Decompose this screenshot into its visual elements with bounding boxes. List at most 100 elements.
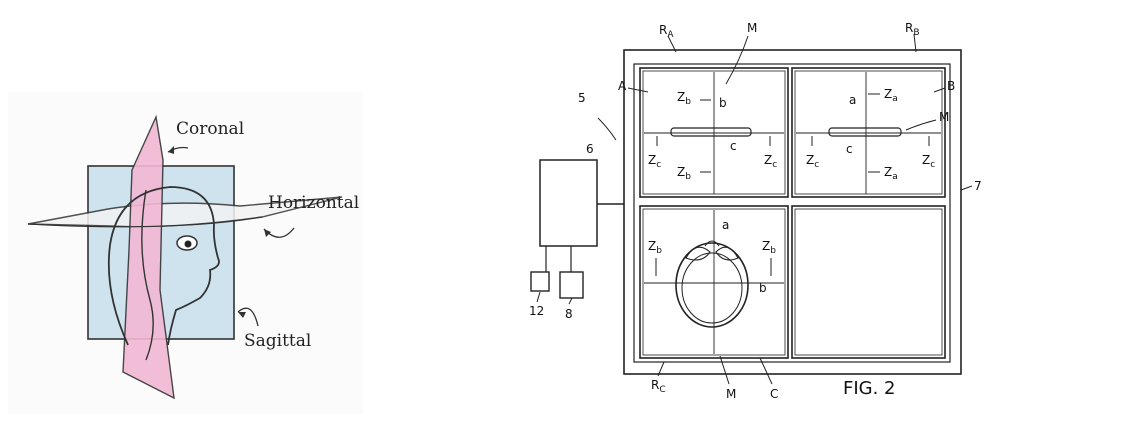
horizontal-plane-edge (27, 216, 263, 228)
label-za-b-bottom: Za (884, 165, 898, 182)
label-zc-b-right: Zc (922, 153, 935, 170)
monitor-inner-frame (633, 63, 951, 363)
leader-M-c (719, 355, 730, 385)
sagittal-label: Sagittal (244, 331, 311, 351)
zc-a-left-sub: c (656, 160, 661, 170)
label-rC-main: R (651, 378, 659, 392)
label-12: 12 (529, 304, 544, 318)
zb-a-bottom-main: Z (677, 165, 685, 179)
panel-b-slice-bar (828, 127, 902, 137)
za-b-top-sub: a (892, 94, 898, 104)
leader-rB (913, 33, 917, 53)
zb-a-top-sub: b (685, 97, 691, 107)
skull-outer (675, 242, 749, 328)
label-B: B (947, 79, 955, 93)
panel-a-slice-bar (670, 127, 752, 137)
sagittal-arrow-icon (237, 307, 259, 327)
leader-8 (568, 297, 573, 305)
panel-b-arrows (811, 93, 930, 173)
leader-rA (667, 35, 677, 53)
label-zc-a-left: Zc (648, 153, 661, 170)
leader-C (759, 357, 773, 385)
label-6: 6 (586, 142, 594, 156)
figure-caption: FIG. 2 (843, 378, 896, 399)
label-M-bottom: M (726, 387, 736, 401)
head-back-line (141, 189, 154, 361)
zc-a-right-sub: c (772, 160, 777, 170)
label-5: 5 (578, 91, 586, 105)
skull-eye-left (685, 246, 711, 261)
label-rA: RA (659, 23, 674, 40)
skull-inner (681, 252, 743, 324)
label-za-b-top: Za (884, 87, 898, 104)
leader-7 (960, 185, 973, 191)
leader-M-b (905, 119, 937, 131)
leader-12 (536, 291, 541, 303)
zc-b-left-main: Z (806, 153, 814, 167)
panel-c-inner (642, 208, 786, 356)
leader-M-a (725, 35, 749, 85)
unit-6-box (539, 159, 598, 247)
label-zb-a-bottom: Zb (677, 165, 691, 182)
skull-eye-right (715, 246, 739, 261)
label-zc-a-right: Zc (764, 153, 777, 170)
panel-a-arrows (656, 99, 771, 173)
label-rB-sub: B (913, 28, 919, 38)
zc-b-right-main: Z (922, 153, 930, 167)
zc-b-right-sub: c (930, 160, 935, 170)
label-7: 7 (974, 179, 982, 193)
sagittal-plane (122, 114, 175, 400)
label-rB: RB (905, 21, 920, 38)
zb-a-top-main: Z (677, 90, 685, 104)
label-c-b: c (846, 142, 853, 156)
za-b-top-main: Z (884, 87, 892, 101)
label-A: A (618, 79, 627, 93)
zb-a-bottom-sub: b (685, 172, 691, 182)
zb-c-right-main: Z (762, 239, 770, 253)
label-zb-c-left: Zb (648, 239, 662, 256)
label-M-top: M (747, 21, 757, 35)
panel-a-frame (639, 67, 789, 198)
label-M-right: M (939, 110, 949, 124)
label-c-a: c (730, 139, 737, 153)
label-b-c: b (759, 281, 767, 295)
panel-d-inner (794, 208, 943, 356)
sagittal-arrowhead-icon (238, 312, 246, 318)
patent-fig2 (530, 33, 973, 385)
pupil-icon (184, 240, 192, 248)
coronal-label: Coronal (176, 119, 244, 139)
horizontal-label: Horizontal (268, 193, 359, 213)
unit-12-box (530, 271, 550, 292)
label-zc-b-left: Zc (806, 153, 819, 170)
monitor-outer-frame (623, 49, 962, 375)
head-profile (107, 186, 220, 346)
panel-b-frame (791, 67, 946, 198)
panel-c-arrows (655, 258, 772, 276)
label-C: C (770, 387, 778, 401)
horizontal-arrowhead-icon (264, 229, 271, 237)
unit-8-box (559, 271, 584, 299)
zc-a-right-main: Z (764, 153, 772, 167)
label-rA-main: R (659, 23, 667, 37)
label-zb-c-right: Zb (762, 239, 776, 256)
zc-b-left-sub: c (814, 160, 819, 170)
panel-c-frame (639, 205, 789, 359)
patent-fig2-labels: 5 6 7 12 8 RA RB RC M M M A B C Zb Zb Zc… (529, 21, 982, 401)
label-a-b: a (849, 93, 856, 107)
label-rC-sub: C (659, 385, 665, 395)
label-rB-main: R (905, 21, 913, 35)
za-b-bottom-main: Z (884, 165, 892, 179)
leader-rC (657, 361, 665, 377)
label-b-a: b (719, 96, 727, 110)
zc-a-left-main: Z (648, 153, 656, 167)
label-rC: RC (651, 378, 666, 395)
panel-b-inner (794, 70, 943, 195)
leader-B (933, 87, 946, 93)
leader-5 (597, 117, 617, 141)
zb-c-right-sub: b (770, 246, 776, 256)
label-zb-a-top: Zb (677, 90, 691, 107)
label-8: 8 (565, 307, 573, 321)
anatomical-planes-figure: Coronal Horizontal Sagittal (8, 92, 363, 414)
zb-c-left-main: Z (648, 239, 656, 253)
